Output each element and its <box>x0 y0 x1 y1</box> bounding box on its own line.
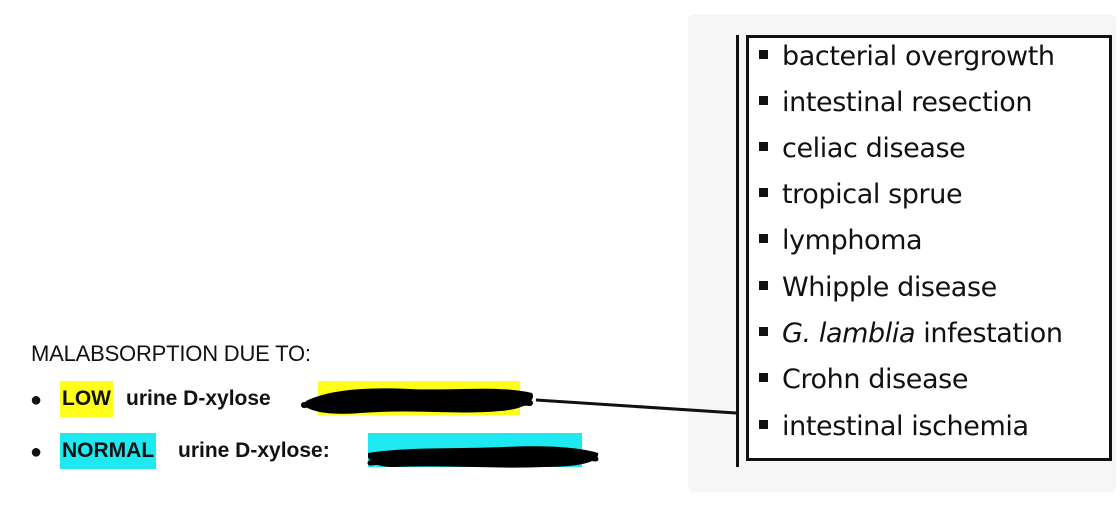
bullet-dot-icon: ● <box>30 441 43 463</box>
square-bullet-icon <box>759 327 768 336</box>
list-item: tropical sprue <box>759 173 963 217</box>
list-item: intestinal ischemia <box>759 405 1029 449</box>
bullet-normal-xylose: ● NORMAL urine D-xylose: <box>30 433 710 469</box>
list-item: intestinal resection <box>759 81 1032 125</box>
list-item: celiac disease <box>759 127 966 171</box>
square-bullet-icon <box>759 420 768 429</box>
bullet-low-xylose: ● LOW urine D-xylose <box>30 381 710 417</box>
normal-urine-text: urine D-xylose: <box>178 439 330 462</box>
low-highlight-label: LOW <box>60 381 113 417</box>
causes-list-box: bacterial overgrowth intestinal resectio… <box>746 35 1112 461</box>
square-bullet-icon <box>759 96 768 105</box>
redaction-scribble-low <box>301 388 533 414</box>
low-urine-text: urine D-xylose <box>126 387 271 410</box>
square-bullet-icon <box>759 373 768 382</box>
list-item: G. lamblia infestation <box>759 312 1063 356</box>
list-item: Whipple disease <box>759 266 997 310</box>
bullet-dot-icon: ● <box>30 389 43 411</box>
list-item: Crohn disease <box>759 358 968 402</box>
square-bullet-icon <box>759 142 768 151</box>
square-bullet-icon <box>759 50 768 59</box>
list-item: bacterial overgrowth <box>759 35 1055 79</box>
left-text-block: MALABSORPTION DUE TO: ● LOW urine D-xylo… <box>30 341 599 469</box>
square-bullet-icon <box>759 188 768 197</box>
normal-highlight-label: NORMAL <box>60 433 157 469</box>
redaction-scribble-normal <box>367 446 599 468</box>
list-box-left-rule <box>736 35 739 467</box>
list-item: lymphoma <box>759 219 923 263</box>
square-bullet-icon <box>759 281 768 290</box>
section-heading: MALABSORPTION DUE TO: <box>31 341 311 366</box>
square-bullet-icon <box>759 234 768 243</box>
